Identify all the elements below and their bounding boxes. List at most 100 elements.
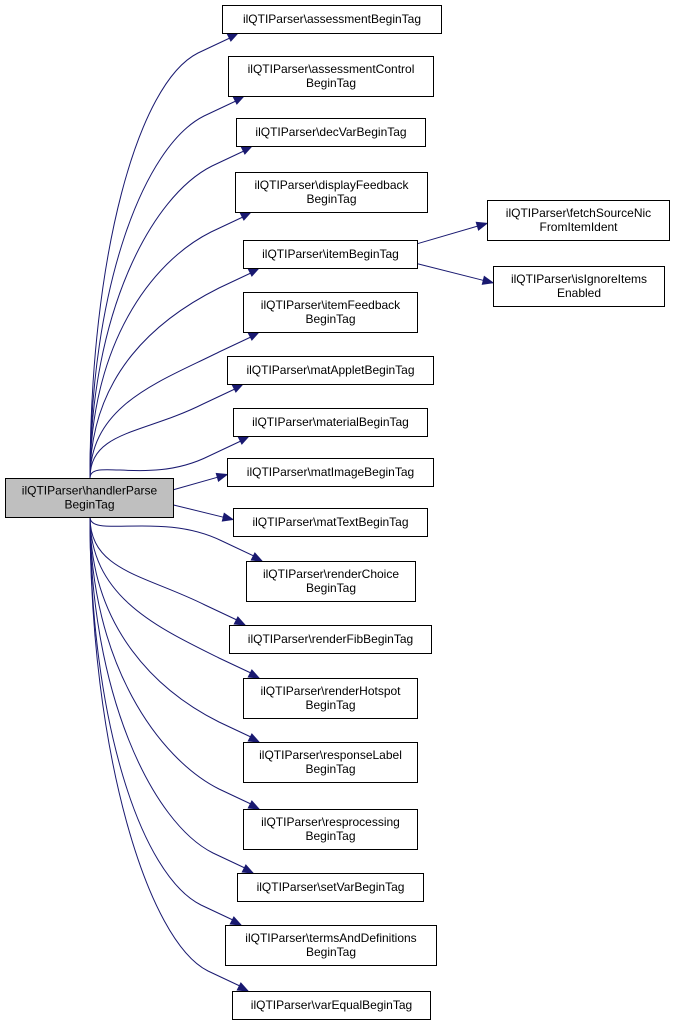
node-box bbox=[228, 56, 434, 97]
call-node[interactable]: ilQTIParser\matAppletBeginTag bbox=[227, 356, 434, 385]
node-label: ilQTIParser\itemBeginTag bbox=[262, 247, 399, 261]
node-label: ilQTIParser\isIgnoreItems bbox=[511, 272, 647, 286]
nodes-layer: ilQTIParser\handlerParseBeginTagilQTIPar… bbox=[5, 5, 670, 1020]
call-node[interactable]: ilQTIParser\varEqualBeginTag bbox=[232, 991, 431, 1020]
arrowhead bbox=[481, 275, 495, 285]
arrowhead bbox=[247, 733, 261, 743]
node-box bbox=[243, 742, 418, 783]
node-label: ilQTIParser\displayFeedback bbox=[254, 178, 409, 192]
node-label: ilQTIParser\matAppletBeginTag bbox=[246, 363, 414, 377]
node-label: BeginTag bbox=[306, 76, 356, 90]
arrowhead bbox=[247, 800, 261, 810]
arrowhead bbox=[226, 32, 240, 42]
node-label: BeginTag bbox=[305, 698, 355, 712]
node-box bbox=[243, 292, 418, 333]
call-edge bbox=[89, 439, 244, 479]
node-label: FromItemIdent bbox=[539, 220, 618, 234]
node-box bbox=[233, 508, 428, 537]
arrowhead bbox=[236, 982, 250, 992]
call-node[interactable]: ilQTIParser\setVarBeginTag bbox=[237, 873, 424, 902]
node-label: ilQTIParser\materialBeginTag bbox=[252, 415, 409, 429]
node-box bbox=[236, 118, 426, 147]
arrowhead bbox=[250, 552, 264, 562]
call-edge bbox=[89, 516, 257, 558]
call-node[interactable]: ilQTIParser\matTextBeginTag bbox=[233, 508, 428, 537]
node-box bbox=[243, 240, 418, 269]
call-node[interactable]: ilQTIParser\renderFibBeginTag bbox=[229, 625, 432, 654]
node-box bbox=[225, 925, 437, 966]
node-label: ilQTIParser\decVarBeginTag bbox=[255, 125, 406, 139]
node-label: ilQTIParser\renderHotspot bbox=[260, 684, 401, 698]
call-edge bbox=[89, 387, 238, 479]
edges-layer bbox=[89, 32, 495, 992]
node-box bbox=[227, 356, 434, 385]
call-node[interactable]: ilQTIParser\assessmentBeginTag bbox=[222, 5, 442, 34]
node-box bbox=[235, 172, 428, 213]
arrowhead bbox=[233, 616, 247, 626]
call-node[interactable]: ilQTIParser\decVarBeginTag bbox=[236, 118, 426, 147]
node-label: ilQTIParser\fetchSourceNic bbox=[506, 206, 651, 220]
node-label: BeginTag bbox=[305, 762, 355, 776]
arrowhead bbox=[247, 267, 261, 277]
call-edge bbox=[89, 516, 254, 675]
node-label: ilQTIParser\handlerParse bbox=[22, 484, 158, 498]
arrowhead bbox=[247, 331, 261, 341]
node-box bbox=[243, 809, 418, 850]
call-node[interactable]: ilQTIParser\matImageBeginTag bbox=[227, 458, 434, 487]
node-box bbox=[487, 200, 670, 241]
arrowhead bbox=[240, 145, 254, 155]
node-label: ilQTIParser\matTextBeginTag bbox=[252, 515, 408, 529]
node-label: ilQTIParser\assessmentControl bbox=[248, 62, 415, 76]
node-label: BeginTag bbox=[64, 498, 114, 512]
node-label: ilQTIParser\responseLabel bbox=[259, 748, 402, 762]
node-box bbox=[237, 873, 424, 902]
node-label: BeginTag bbox=[306, 945, 356, 959]
call-node[interactable]: ilQTIParser\itemBeginTag bbox=[243, 240, 418, 269]
call-edge bbox=[416, 263, 494, 284]
node-box bbox=[243, 678, 418, 719]
node-label: Enabled bbox=[557, 286, 601, 300]
node-box bbox=[246, 561, 416, 602]
node-box bbox=[233, 408, 428, 437]
node-label: ilQTIParser\setVarBeginTag bbox=[257, 880, 405, 894]
call-edge bbox=[89, 516, 254, 739]
call-edge bbox=[416, 222, 488, 245]
node-box bbox=[493, 266, 665, 307]
call-edge bbox=[89, 516, 254, 806]
arrowhead bbox=[232, 95, 246, 105]
arrowhead bbox=[247, 669, 261, 679]
call-node[interactable]: ilQTIParser\materialBeginTag bbox=[233, 408, 428, 437]
node-label: ilQTIParser\varEqualBeginTag bbox=[251, 998, 412, 1012]
call-edge bbox=[89, 335, 254, 479]
node-label: ilQTIParser\assessmentBeginTag bbox=[243, 12, 421, 26]
node-box bbox=[5, 478, 174, 518]
call-edge bbox=[89, 36, 233, 479]
arrowhead bbox=[239, 211, 253, 221]
call-edge bbox=[89, 516, 248, 870]
node-label: ilQTIParser\renderFibBeginTag bbox=[248, 632, 413, 646]
node-label: BeginTag bbox=[305, 312, 355, 326]
node-label: BeginTag bbox=[306, 192, 356, 206]
call-edge bbox=[89, 215, 246, 479]
arrowhead bbox=[215, 472, 229, 482]
node-box bbox=[227, 458, 434, 487]
call-edge bbox=[89, 516, 236, 922]
node-label: ilQTIParser\renderChoice bbox=[263, 567, 399, 581]
node-box bbox=[232, 991, 431, 1020]
call-edge bbox=[89, 271, 254, 479]
arrowhead bbox=[237, 435, 251, 445]
call-edge bbox=[89, 516, 243, 988]
node-label: ilQTIParser\resprocessing bbox=[261, 815, 400, 829]
arrowhead bbox=[221, 512, 235, 522]
